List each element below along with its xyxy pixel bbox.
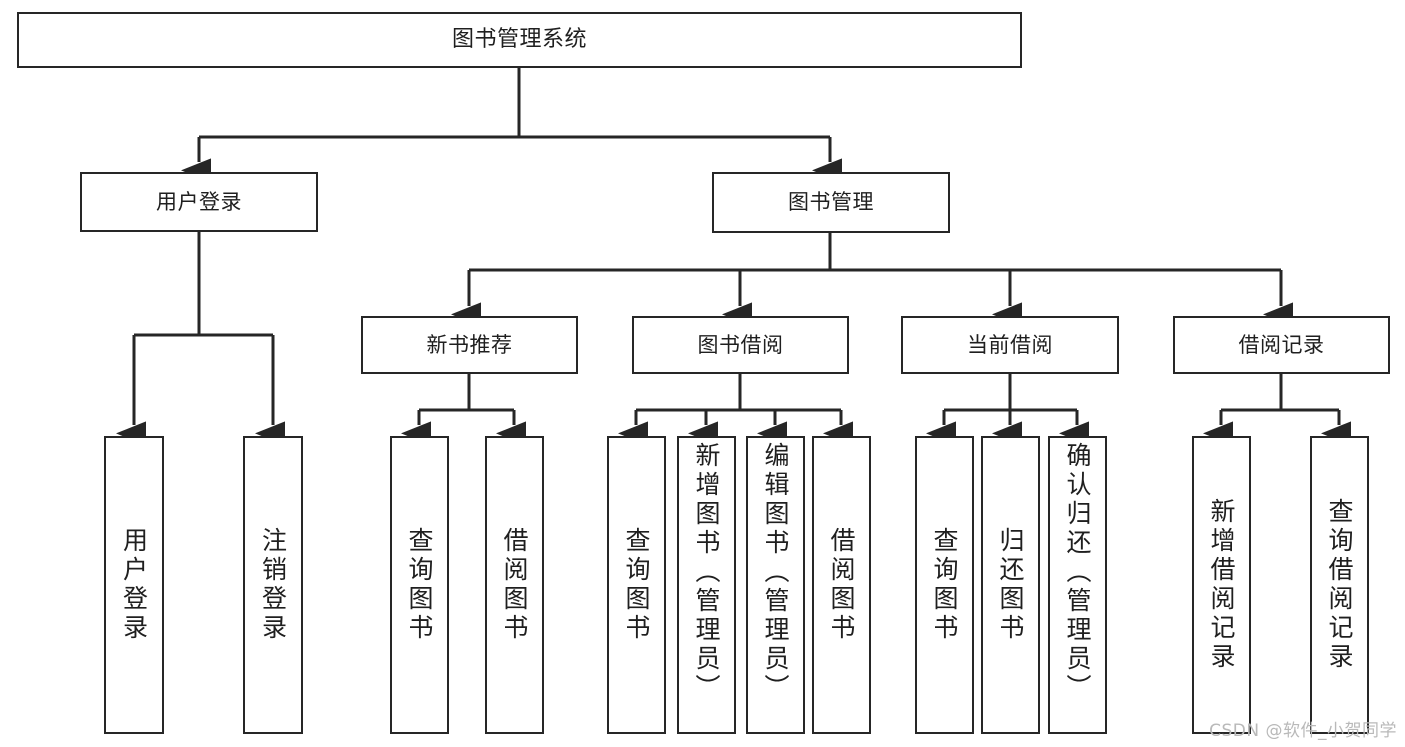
node-leaf-query-book-2[interactable]: 查询图书 (607, 436, 666, 734)
node-leaf-confirm-return[interactable]: 确认归还（管理员） (1048, 436, 1107, 734)
node-root[interactable]: 图书管理系统 (17, 12, 1022, 68)
node-book-manage[interactable]: 图书管理 (712, 172, 950, 233)
node-leaf-add-record-label: 新增借阅记录 (1207, 498, 1236, 672)
node-leaf-borrow-book-2-label: 借阅图书 (827, 527, 856, 643)
node-leaf-add-record[interactable]: 新增借阅记录 (1192, 436, 1251, 734)
node-user-login-label: 用户登录 (156, 189, 242, 214)
node-leaf-user-login-label: 用户登录 (119, 527, 149, 643)
node-leaf-edit-book[interactable]: 编辑图书（管理员） (746, 436, 805, 734)
node-leaf-add-book-label: 新增图书（管理员） (692, 442, 721, 703)
node-book-manage-label: 图书管理 (788, 190, 874, 214)
node-leaf-user-logout-label: 注销登录 (258, 527, 288, 643)
node-root-label: 图书管理系统 (451, 27, 587, 52)
node-new-book-recommend-label: 新书推荐 (426, 332, 513, 357)
node-leaf-user-login[interactable]: 用户登录 (104, 436, 164, 734)
node-leaf-edit-book-label: 编辑图书（管理员） (761, 442, 790, 703)
node-book-borrow[interactable]: 图书借阅 (632, 316, 849, 374)
node-leaf-user-logout[interactable]: 注销登录 (243, 436, 303, 734)
node-new-book-recommend[interactable]: 新书推荐 (361, 316, 578, 374)
node-leaf-query-book-1[interactable]: 查询图书 (390, 436, 449, 734)
node-leaf-query-record-label: 查询借阅记录 (1325, 498, 1354, 672)
csdn-watermark: CSDN @软件_小贺同学 (1209, 721, 1397, 741)
node-leaf-borrow-book-2[interactable]: 借阅图书 (812, 436, 871, 734)
node-user-login[interactable]: 用户登录 (80, 172, 318, 232)
node-borrow-record[interactable]: 借阅记录 (1173, 316, 1390, 374)
node-leaf-borrow-book-1[interactable]: 借阅图书 (485, 436, 544, 734)
node-current-borrow-label: 当前借阅 (967, 332, 1053, 357)
node-book-borrow-label: 图书借阅 (697, 332, 784, 357)
node-current-borrow[interactable]: 当前借阅 (901, 316, 1119, 374)
node-leaf-query-book-1-label: 查询图书 (405, 527, 434, 643)
node-leaf-query-record[interactable]: 查询借阅记录 (1310, 436, 1369, 734)
node-leaf-query-book-3-label: 查询图书 (930, 527, 959, 643)
node-leaf-add-book[interactable]: 新增图书（管理员） (677, 436, 736, 734)
node-leaf-query-book-2-label: 查询图书 (622, 527, 651, 643)
node-leaf-confirm-return-label: 确认归还（管理员） (1063, 442, 1092, 703)
node-leaf-return-book[interactable]: 归还图书 (981, 436, 1040, 734)
node-leaf-borrow-book-1-label: 借阅图书 (500, 527, 529, 643)
node-leaf-return-book-label: 归还图书 (996, 527, 1025, 643)
node-leaf-query-book-3[interactable]: 查询图书 (915, 436, 974, 734)
node-borrow-record-label: 借阅记录 (1238, 332, 1325, 357)
